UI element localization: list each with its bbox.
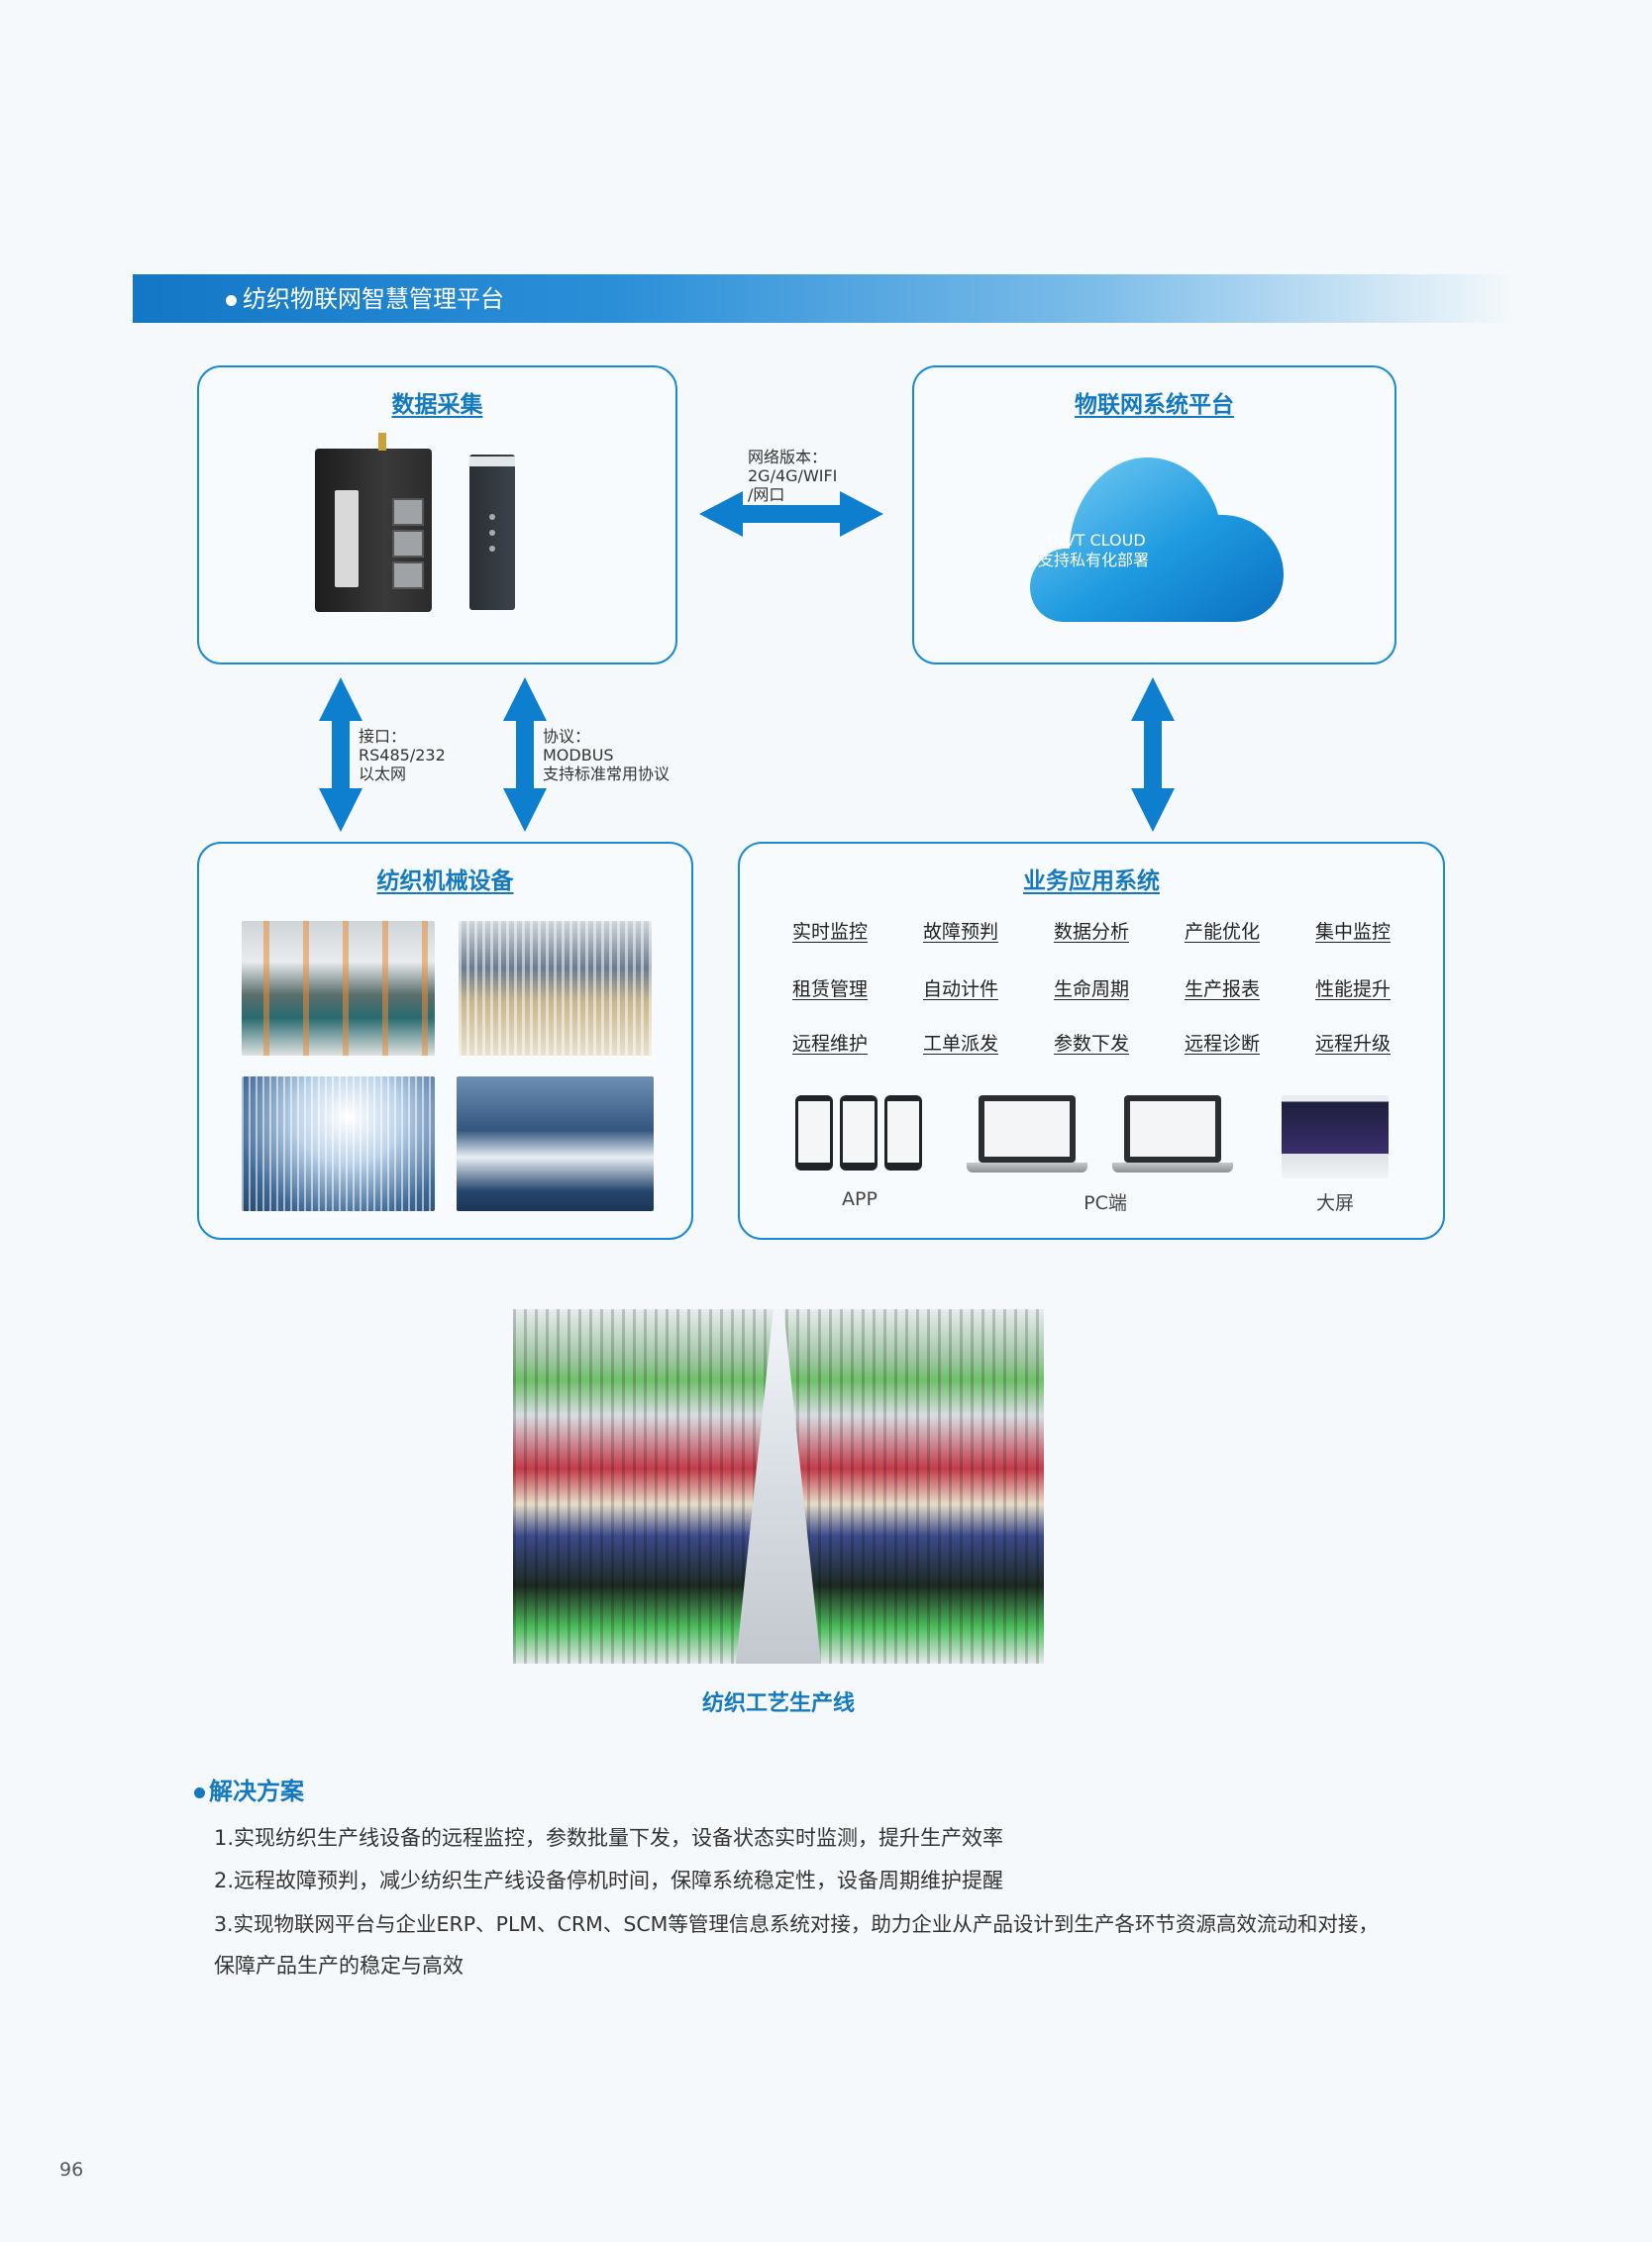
business-apps-title: 业务应用系统 bbox=[1023, 868, 1160, 894]
weaving-loom-photo bbox=[457, 1076, 654, 1211]
double-arrow-vertical-icon bbox=[1131, 677, 1175, 832]
app-item-remote-upgrade: 远程升级 bbox=[1315, 1033, 1392, 1055]
device-caption-pc: PC端 bbox=[1084, 1192, 1127, 1214]
app-item-remote-diagnosis: 远程诊断 bbox=[1185, 1033, 1261, 1055]
double-arrow-horizontal-icon bbox=[699, 491, 883, 537]
app-item-remote-maintenance: 远程维护 bbox=[792, 1033, 869, 1055]
photo-caption: 纺织工艺生产线 bbox=[701, 1691, 855, 1716]
gateway-device-image bbox=[315, 433, 432, 612]
app-item-fault-prediction: 故障预判 bbox=[923, 921, 999, 943]
double-arrow-vertical-icon bbox=[319, 677, 362, 832]
network-note: 网络版本： 2G/4G/WIFI /网口 bbox=[748, 448, 838, 504]
data-collection-box: 数据采集 bbox=[197, 365, 677, 664]
solution-title: 解决方案 bbox=[194, 1772, 304, 1806]
app-item-lease-management: 租赁管理 bbox=[792, 978, 869, 1000]
bullet-dot-icon bbox=[226, 294, 237, 306]
phone-icon bbox=[840, 1095, 878, 1171]
protocol-note: 协议： MODBUS 支持标准常用协议 bbox=[543, 727, 671, 783]
spinning-hall-photo bbox=[242, 1076, 435, 1211]
spinning-frame-photo bbox=[459, 921, 652, 1056]
section-title: 纺织物联网智慧管理平台 bbox=[226, 282, 504, 316]
solution-line: 2.远程故障预判，减少纺织生产线设备停机时间，保障系统稳定性，设备周期维护提醒 bbox=[214, 1869, 1004, 1892]
app-item-centralized-monitoring: 集中监控 bbox=[1315, 921, 1392, 943]
data-collection-title: 数据采集 bbox=[391, 392, 483, 418]
din-rail-device-image bbox=[469, 455, 515, 610]
app-item-capacity-optimization: 产能优化 bbox=[1185, 921, 1261, 943]
cloud-icon bbox=[1030, 458, 1284, 622]
section-title-band bbox=[133, 274, 1515, 323]
production-line-photo bbox=[513, 1309, 1044, 1664]
business-apps-box: 业务应用系统 bbox=[738, 842, 1445, 1240]
phone-icon bbox=[884, 1095, 922, 1171]
textile-machinery-title: 纺织机械设备 bbox=[376, 868, 514, 894]
solution-line: 1.实现纺织生产线设备的远程监控，参数批量下发，设备状态实时监测，提升生产效率 bbox=[214, 1826, 1004, 1850]
app-item-production-report: 生产报表 bbox=[1185, 978, 1261, 1000]
app-item-data-analysis: 数据分析 bbox=[1054, 921, 1130, 943]
iot-platform-title: 物联网系统平台 bbox=[1075, 392, 1234, 418]
interface-note: 接口： RS485/232 以太网 bbox=[359, 727, 446, 783]
laptop-icon bbox=[1124, 1095, 1221, 1163]
cloud-label: INVT CLOUD 支持私有化部署 bbox=[1038, 531, 1150, 569]
antenna-icon bbox=[378, 433, 386, 451]
laptop-icon bbox=[979, 1095, 1076, 1163]
solution-line: 3.实现物联网平台与企业ERP、PLM、CRM、SCM等管理信息系统对接，助力企… bbox=[214, 1912, 1379, 1936]
bullet-dot-icon bbox=[194, 1786, 205, 1798]
app-item-performance-boost: 性能提升 bbox=[1315, 978, 1392, 1000]
solution-line: 保障产品生产的稳定与高效 bbox=[214, 1954, 464, 1978]
app-item-parameter-push: 参数下发 bbox=[1054, 1033, 1130, 1055]
app-item-work-order-dispatch: 工单派发 bbox=[923, 1033, 999, 1055]
embroidery-machine-photo bbox=[242, 921, 435, 1056]
app-item-realtime-monitoring: 实时监控 bbox=[792, 921, 869, 943]
device-caption-big-screen: 大屏 bbox=[1315, 1192, 1354, 1214]
big-screen-icon bbox=[1282, 1095, 1389, 1178]
page-number: 96 bbox=[59, 2159, 84, 2181]
double-arrow-vertical-icon bbox=[503, 677, 547, 832]
app-item-lifecycle: 生命周期 bbox=[1054, 978, 1130, 1000]
phone-icon bbox=[795, 1095, 833, 1171]
app-item-auto-piece-count: 自动计件 bbox=[923, 978, 999, 1000]
device-caption-app: APP bbox=[842, 1188, 878, 1210]
